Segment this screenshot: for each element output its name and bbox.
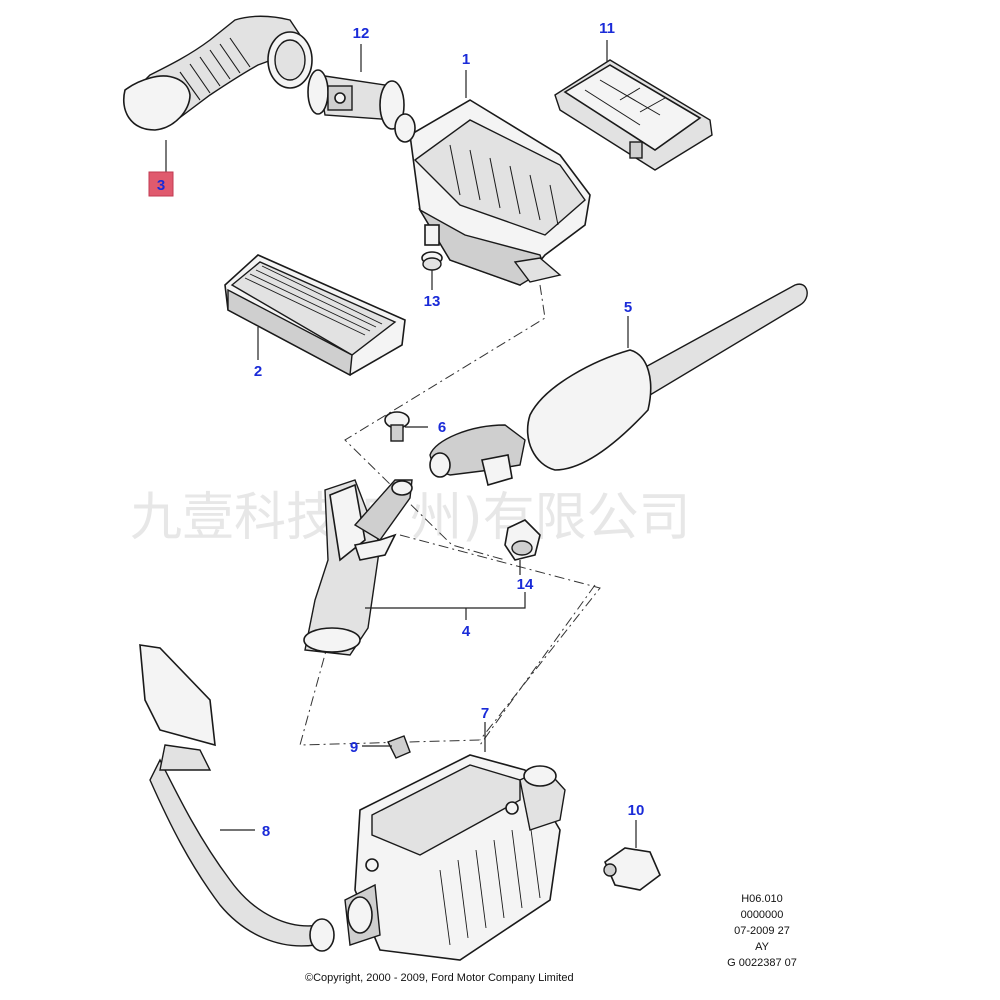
callout-1: 1 [462,51,470,68]
callout-4: 4 [462,623,471,640]
ref-line-1: H06.010 [741,893,783,905]
callout-5: 5 [624,299,632,316]
callout-9: 9 [350,739,358,756]
part-5-resonator [429,283,808,487]
callout-2: 2 [254,363,262,380]
part-6-clip [384,411,410,442]
callout-12: 12 [353,25,370,42]
ref-line-5: G 0022387 07 [727,957,797,969]
part-7-resonator-box [344,754,566,961]
part-2-air-filter [224,254,406,377]
ref-line-3: 07-2009 27 [734,925,790,937]
callouts: 3 12 1 11 13 2 5 6 14 4 7 9 10 8 [148,20,645,840]
callout-3: 3 [157,177,165,194]
callout-11: 11 [599,20,615,37]
callout-14: 14 [517,576,534,593]
reference-block: H06.010 0000000 07-2009 27 AY G 0022387 … [727,893,797,969]
part-1-air-cleaner [394,99,591,286]
callout-7: 7 [481,705,489,722]
part-3-intake-hose [123,15,313,131]
part-9-mount [387,735,411,759]
leader-lines [165,40,637,848]
part-4-inlet-duct [303,479,413,656]
part-13-grommet [421,251,443,271]
part-14-clip [504,519,541,561]
part-10-clip [603,847,661,891]
callout-8: 8 [262,823,270,840]
part-12-airflow-sensor [307,69,405,130]
part-11-bracket [554,59,713,171]
callout-6: 6 [438,419,446,436]
callout-13: 13 [424,293,441,310]
dashed-guides [299,284,601,746]
copyright-text: ©Copyright, 2000 - 2009, Ford Motor Comp… [305,972,574,984]
part-8-outlet-hose [139,644,335,952]
ref-line-2: 0000000 [741,909,784,921]
callout-10: 10 [628,802,645,819]
callout-3-highlight [148,171,174,197]
ref-line-4: AY [755,941,770,953]
